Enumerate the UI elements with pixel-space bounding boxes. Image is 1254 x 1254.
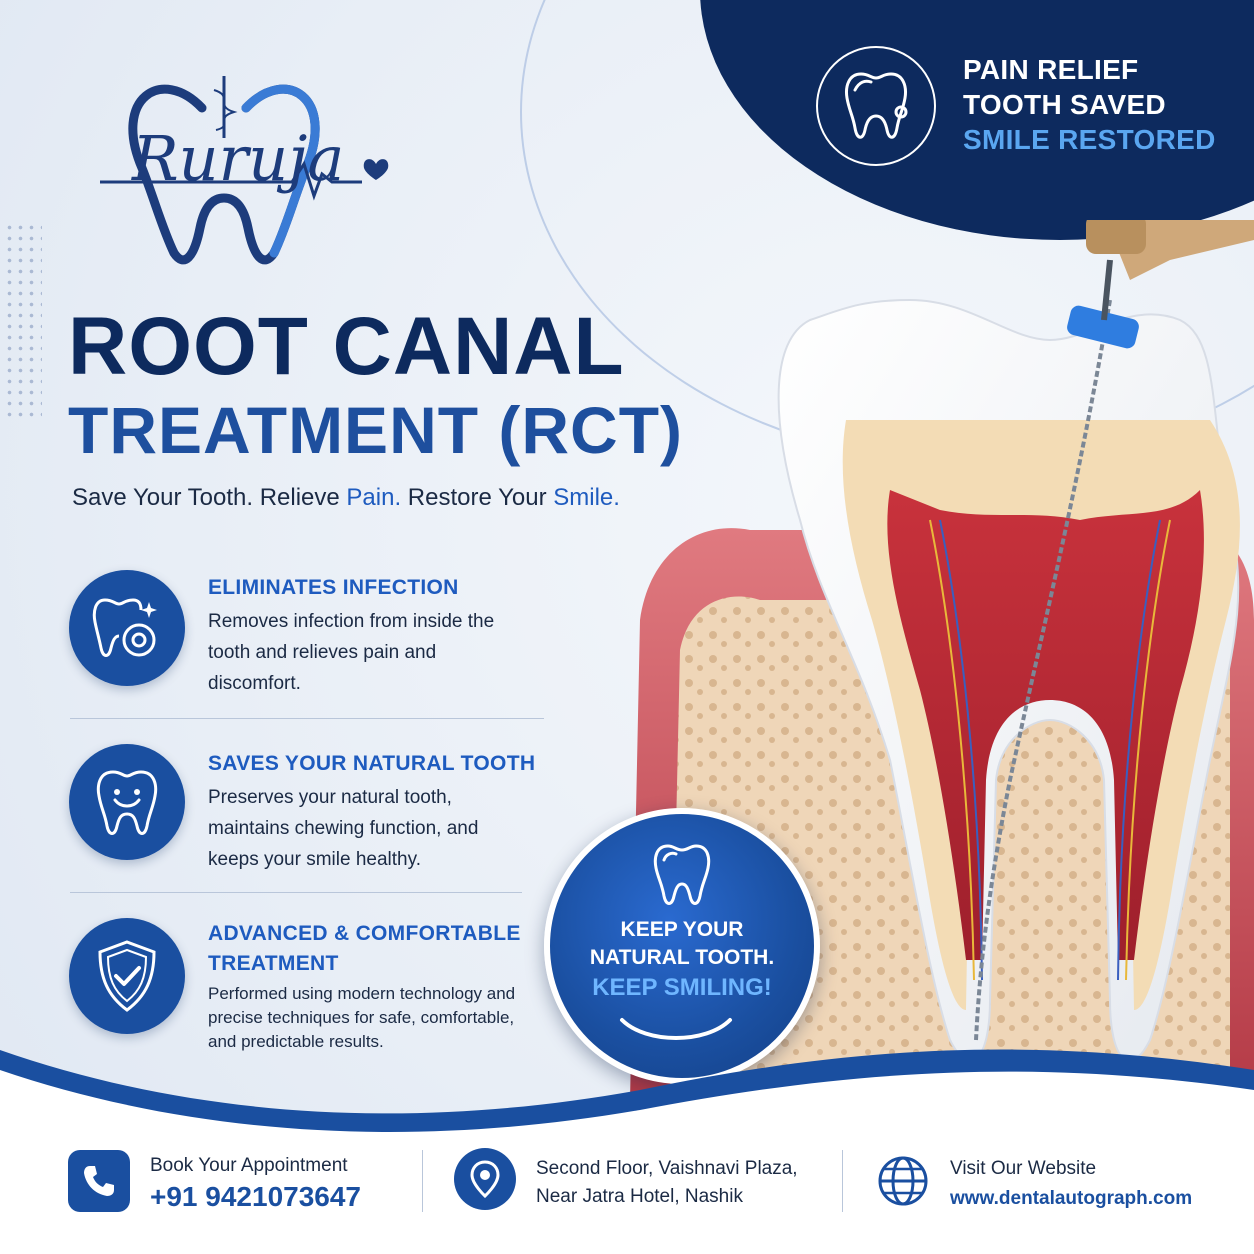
divider xyxy=(842,1150,843,1212)
tooth-with-heartbeat-icon xyxy=(816,46,936,166)
visit-website-label: Visit Our Website xyxy=(950,1158,1097,1179)
smiling-tooth-icon xyxy=(69,744,185,860)
logo-wordmark: Ruruja xyxy=(131,122,344,195)
headline-primary: ROOT CANAL xyxy=(68,301,625,392)
tagline-highlight-smile: Smile. xyxy=(553,484,620,511)
location-pin-icon xyxy=(454,1148,516,1210)
feature-text-infection: Removes infection from inside the tooth … xyxy=(208,611,495,694)
headline-secondary: TREATMENT (RCT) xyxy=(68,393,683,467)
book-appointment-label: Book Your Appointment xyxy=(150,1155,348,1176)
feature-text-natural-tooth: Preserves your natural tooth, maintains … xyxy=(208,787,479,870)
tooth-cross-section-illustration xyxy=(610,100,1254,1100)
badge-line-tooth-saved: TOOTH SAVED xyxy=(963,89,1166,120)
website-link[interactable]: www.dentalautograph.com xyxy=(950,1188,1193,1209)
feature-title-advanced-line1: ADVANCED & COMFORTABLE xyxy=(208,922,521,945)
feature-title-infection: ELIMINATES INFECTION xyxy=(208,576,459,599)
tagline-part-1: Save Your Tooth. Relieve xyxy=(72,484,347,511)
tagline-part-2: Restore Your xyxy=(401,484,554,511)
address-line-2: Near Jatra Hotel, Nashik xyxy=(536,1186,743,1207)
callout-line-2: NATURAL TOOTH. xyxy=(589,946,775,969)
dot-pattern xyxy=(4,222,42,422)
smile-curve-icon xyxy=(616,1014,736,1049)
tagline: Save Your Tooth. Relieve Pain. Restore Y… xyxy=(72,484,620,512)
tooth-icon xyxy=(650,840,714,915)
divider xyxy=(422,1150,423,1212)
feature-title-natural-tooth: SAVES YOUR NATURAL TOOTH xyxy=(208,752,536,775)
phone-icon xyxy=(68,1150,130,1212)
keep-smiling-callout: KEEP YOUR NATURAL TOOTH. KEEP SMILING! xyxy=(544,808,820,1084)
badge-line-smile-restored: SMILE RESTORED xyxy=(963,124,1216,155)
globe-icon xyxy=(872,1150,934,1212)
shield-check-icon xyxy=(69,918,185,1034)
footer-wave xyxy=(0,1049,1254,1254)
tooth-target-icon xyxy=(69,570,185,686)
feature-title-advanced-line2: TREATMENT xyxy=(208,952,339,975)
divider xyxy=(70,718,544,719)
callout-line-1: KEEP YOUR xyxy=(620,918,744,941)
feature-text-advanced: Performed using modern technology and pr… xyxy=(208,984,516,1051)
brand-logo: Ruruja xyxy=(92,68,402,268)
callout-line-3: KEEP SMILING! xyxy=(592,974,772,1001)
address-line-1: Second Floor, Vaishnavi Plaza, xyxy=(536,1158,798,1179)
badge-line-pain-relief: PAIN RELIEF xyxy=(963,54,1139,85)
phone-number[interactable]: +91 9421073647 xyxy=(150,1181,361,1212)
divider xyxy=(70,892,522,893)
tagline-highlight-pain: Pain. xyxy=(346,484,402,511)
